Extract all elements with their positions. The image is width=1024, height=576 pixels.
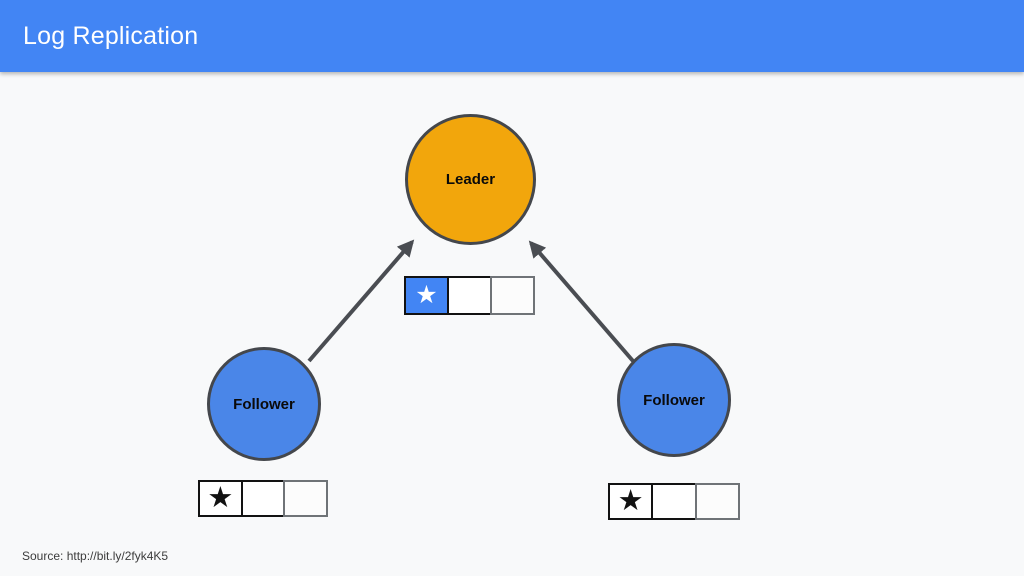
leader-log-cell-1: ★ <box>404 276 449 315</box>
leader-node: Leader <box>405 114 536 245</box>
follower-left-log: ★ <box>198 480 329 517</box>
follower-right-log-cell-1: ★ <box>608 483 654 520</box>
follower-left-node: Follower <box>207 347 321 461</box>
follower-right-log-cell-3 <box>694 483 740 520</box>
leader-label: Leader <box>445 171 496 188</box>
follower-right-log-cell-2 <box>651 483 697 520</box>
header: Log Replication <box>0 0 1024 72</box>
follower-left-log-cell-3 <box>283 480 329 517</box>
follower-right-label: Follower <box>643 391 705 409</box>
star-icon: ★ <box>415 281 438 309</box>
source-text: Source: http://bit.ly/2fyk4K5 <box>22 549 169 563</box>
leader-log: ★ <box>404 276 535 315</box>
follower-right-node: Follower <box>617 343 731 457</box>
follower-left-label: Follower <box>233 395 295 413</box>
arrow-right-follower-to-leader <box>528 240 635 363</box>
star-icon: ★ <box>617 485 644 517</box>
follower-right-log: ★ <box>608 483 740 520</box>
follower-left-log-cell-1: ★ <box>198 480 243 517</box>
arrow-left-follower-to-leader <box>307 239 415 363</box>
leader-log-cell-2 <box>447 276 492 315</box>
leader-log-cell-3 <box>490 276 535 315</box>
star-icon: ★ <box>207 482 234 514</box>
page-title: Log Replication <box>23 22 199 50</box>
follower-left-log-cell-2 <box>240 480 286 517</box>
